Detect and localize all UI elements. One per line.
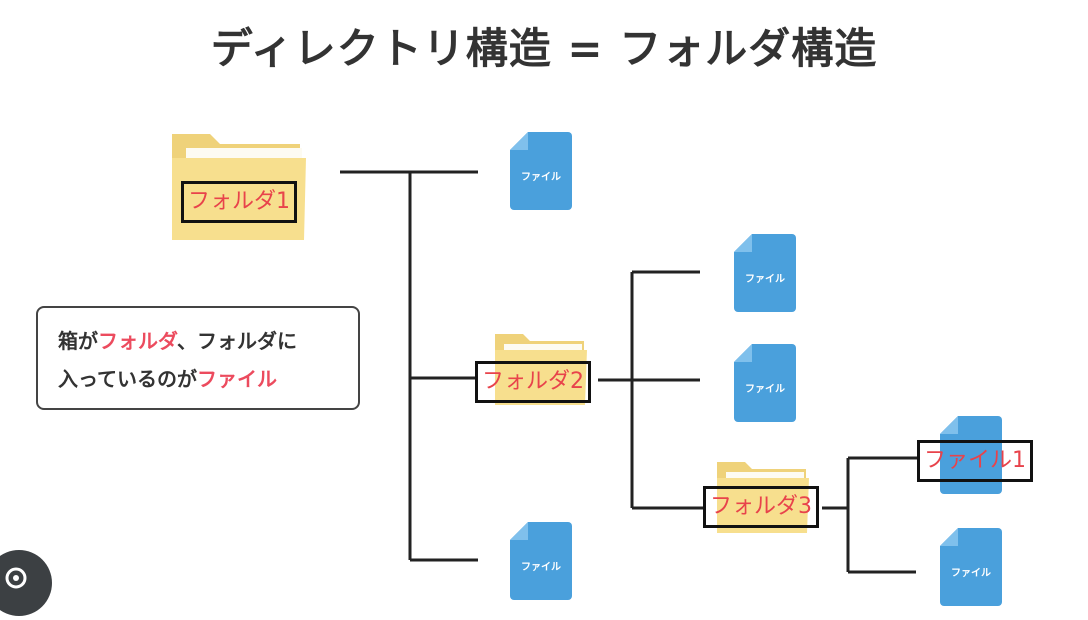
file-label: ファイル bbox=[745, 384, 785, 395]
page-title: ディレクトリ構造 = フォルダ構造 bbox=[210, 24, 878, 73]
file-label: ファイル bbox=[745, 274, 785, 285]
file-icon[interactable] bbox=[938, 414, 1004, 494]
file-label: ファイル bbox=[521, 172, 561, 183]
file-icon[interactable]: ファイル bbox=[732, 232, 798, 312]
folder1-label: フォルダ1 bbox=[181, 181, 297, 223]
file1-label: ファイル1 bbox=[917, 440, 1033, 482]
file-label: ファイル bbox=[521, 562, 561, 573]
folder2-label: フォルダ2 bbox=[475, 361, 591, 403]
callout-box: 箱がフォルダ、フォルダに 入っているのがファイル bbox=[36, 306, 360, 410]
folder-icon[interactable] bbox=[168, 128, 308, 244]
file-label: ファイル bbox=[951, 568, 991, 579]
callout-line-1: 箱がフォルダ、フォルダに bbox=[58, 329, 297, 353]
callout-line-2: 入っているのがファイル bbox=[58, 367, 277, 391]
file-icon[interactable]: ファイル bbox=[508, 520, 574, 600]
file-icon[interactable]: ファイル bbox=[732, 342, 798, 422]
file-icon[interactable]: ファイル bbox=[508, 130, 574, 210]
folder3-label: フォルダ3 bbox=[703, 486, 819, 528]
file-icon[interactable]: ファイル bbox=[938, 526, 1004, 606]
folder-icon[interactable] bbox=[714, 458, 810, 536]
lens-icon[interactable] bbox=[0, 550, 52, 616]
